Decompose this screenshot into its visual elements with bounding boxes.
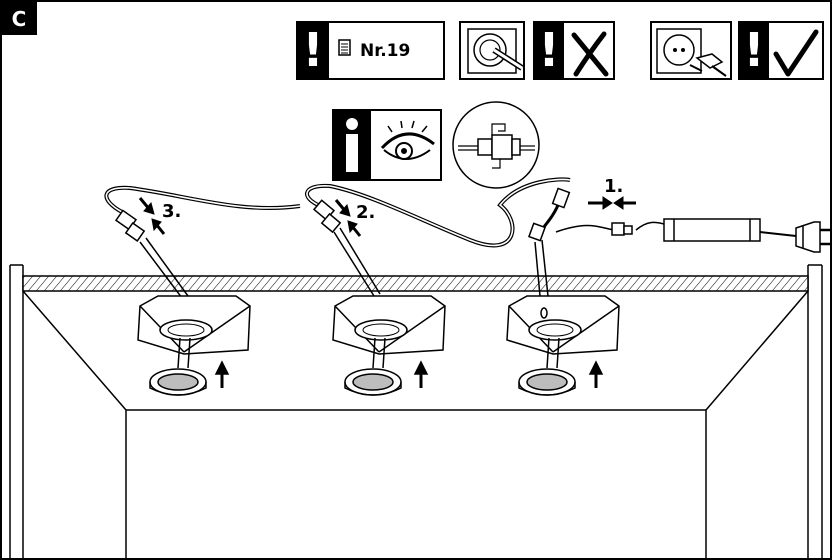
cabinet: [9, 264, 823, 560]
exclamation-icon: [534, 22, 564, 79]
driver-icon: [635, 218, 797, 242]
section-letter: C: [12, 7, 27, 31]
check-mark-icon: [773, 29, 819, 77]
exclamation-icon: [297, 22, 329, 79]
svg-text:!: !: [539, 23, 560, 77]
reference-box: ! Nr.19: [296, 21, 445, 80]
eye-icon: [380, 120, 435, 160]
arrow-up-icon: [413, 360, 429, 388]
exclamation-icon: [739, 22, 769, 79]
reference-label: Nr.19: [360, 41, 410, 61]
forbidden-box: !: [533, 21, 615, 80]
step-2-arrows: [334, 199, 362, 237]
light-fixture-2: [332, 295, 446, 396]
socket-unplugged-icon: [650, 21, 732, 80]
cabinet-shelf: [22, 275, 809, 292]
allowed-box: !: [738, 21, 824, 80]
step-1-arrows: [588, 196, 636, 210]
arrow-up-icon: [214, 360, 230, 388]
plug-icon: [795, 221, 832, 253]
cable: [104, 177, 571, 248]
step-3-arrows: [138, 197, 166, 235]
svg-text:!: !: [744, 23, 765, 77]
socket-plug-icon: [459, 21, 525, 80]
step-2-label: 2.: [356, 202, 375, 223]
svg-text:!: !: [303, 23, 324, 77]
light-fixture-1: [137, 295, 251, 396]
cross-mark-icon: [571, 31, 609, 77]
arrow-up-icon: [588, 360, 604, 388]
connector-1: [528, 187, 633, 297]
connector-detail-icon: [452, 101, 540, 189]
section-badge: C: [1, 1, 37, 35]
connector-3: [114, 209, 189, 299]
step-1-label: 1.: [604, 176, 623, 197]
connector-2: [312, 199, 381, 297]
document-icon: [338, 39, 351, 56]
light-fixture-3: [506, 295, 620, 396]
info-box: [332, 109, 442, 181]
step-3-label: 3.: [162, 201, 181, 222]
